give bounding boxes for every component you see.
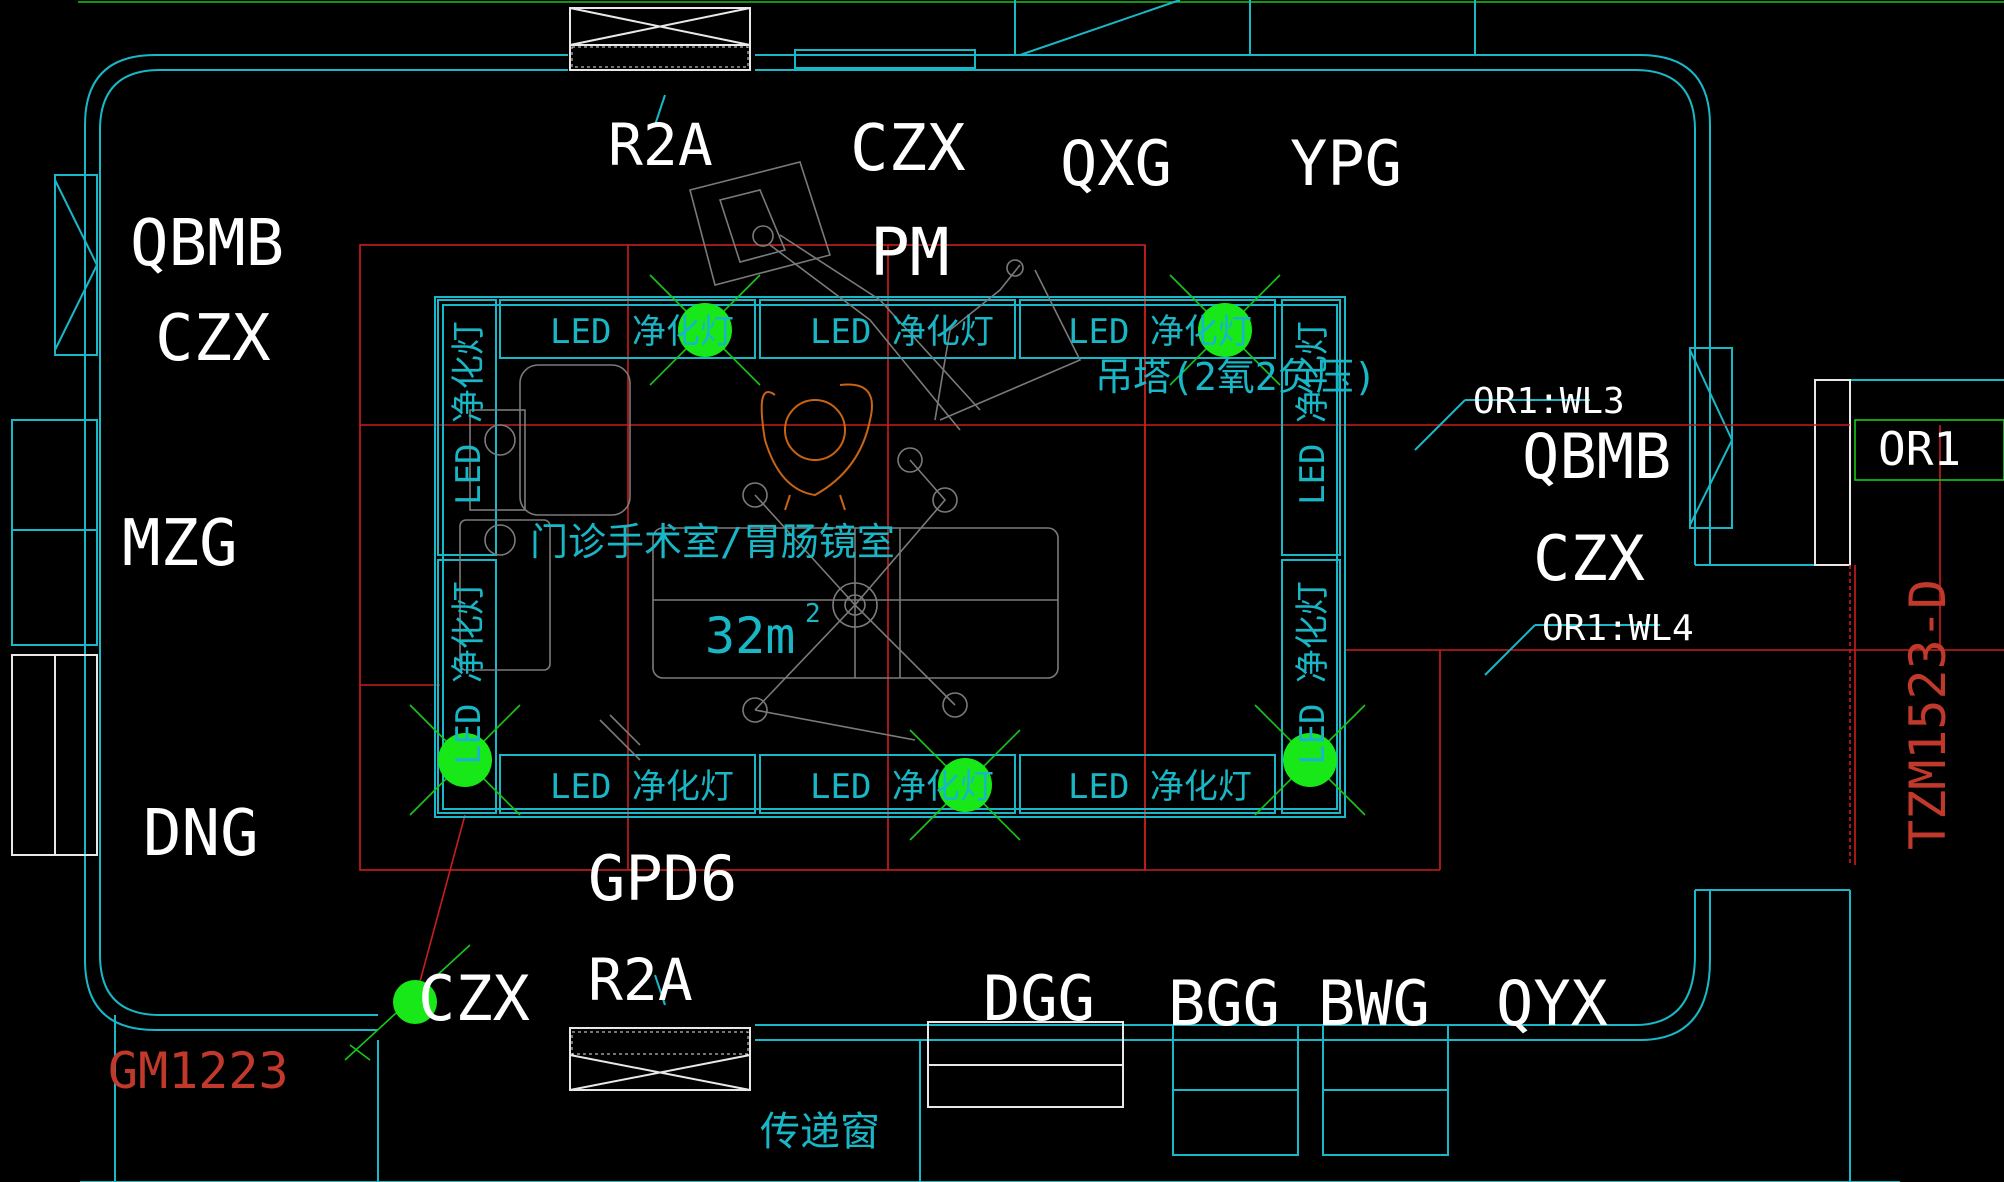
room-area-superscript: 2	[805, 599, 821, 629]
r2a-vent-top	[569, 7, 976, 71]
bottom-cabinets	[927, 1021, 1449, 1156]
leader-lines	[654, 94, 1660, 1006]
light-fixtures	[344, 274, 1366, 1061]
led-panel-top-2: LED 净化灯	[810, 312, 994, 352]
czx-left-label: CZX	[155, 302, 271, 376]
led-panel-bottom-2: LED 净化灯	[810, 767, 994, 807]
dgg-label: DGG	[983, 962, 1095, 1035]
ypg-label: YPG	[1290, 127, 1402, 200]
led-panel-left-1: LED 净化灯	[449, 321, 489, 505]
mzg-label: MZG	[122, 507, 238, 581]
light-dot	[438, 733, 492, 787]
czx-bottom-label: CZX	[418, 962, 530, 1035]
pass-window-label: 传递窗	[760, 1109, 880, 1155]
wl4-label: OR1:WL4	[1542, 608, 1694, 649]
led-panel-bottom-3: LED 净化灯	[1068, 767, 1252, 807]
led-panel-bottom-1: LED 净化灯	[550, 767, 734, 807]
led-panel-top-1: LED 净化灯	[550, 312, 734, 352]
dng-label: DNG	[143, 797, 259, 871]
gpd6-label: GPD6	[588, 842, 737, 915]
operating-equipment	[459, 161, 1082, 761]
surgical-light-head	[760, 383, 873, 511]
room-area-label: 32m	[705, 607, 795, 665]
door-gm-label: GM1223	[108, 1042, 289, 1100]
or1-label: OR1	[1878, 422, 1961, 476]
led-panel-top-3: LED 净化灯	[1068, 312, 1252, 352]
czx-right-label: CZX	[1533, 522, 1645, 595]
bgg-label: BGG	[1168, 967, 1280, 1040]
light-dot	[678, 303, 732, 357]
qbmb-right-label: QBMB	[1522, 420, 1671, 493]
led-panel-frame	[434, 296, 1346, 818]
ceiling-wiring	[359, 244, 2004, 1001]
pm-label: PM	[870, 214, 949, 291]
wl3-label: OR1:WL3	[1473, 381, 1625, 422]
left-wall-cabinets	[11, 174, 99, 856]
r2a-top-label: R2A	[608, 111, 713, 179]
pendant-label: 吊塔(2氧2负压)	[1095, 355, 1377, 399]
room-name-label: 门诊手术室/胃肠镜室	[530, 520, 895, 564]
door-tzm-label: TZM1523-D	[1899, 579, 1957, 850]
led-panel-right-2: LED 净化灯	[1293, 581, 1333, 765]
qyx-label: QYX	[1496, 967, 1608, 1040]
light-dot	[1283, 733, 1337, 787]
light-dot	[938, 758, 992, 812]
bwg-label: BWG	[1318, 967, 1430, 1040]
light-dot	[393, 980, 437, 1024]
light-dot	[1198, 303, 1252, 357]
czx-top-label: CZX	[850, 112, 966, 186]
qbmb-left-label: QBMB	[130, 207, 284, 281]
or1-box	[1854, 419, 2004, 481]
r2a-bottom-label: R2A	[588, 946, 693, 1014]
right-wall-cabinet	[1689, 347, 1856, 865]
qxg-label: QXG	[1060, 127, 1172, 200]
led-panel-right-1: LED 净化灯	[1293, 321, 1333, 505]
r2a-vent-bottom	[569, 1027, 751, 1091]
led-panel-left-2: LED 净化灯	[449, 581, 489, 765]
